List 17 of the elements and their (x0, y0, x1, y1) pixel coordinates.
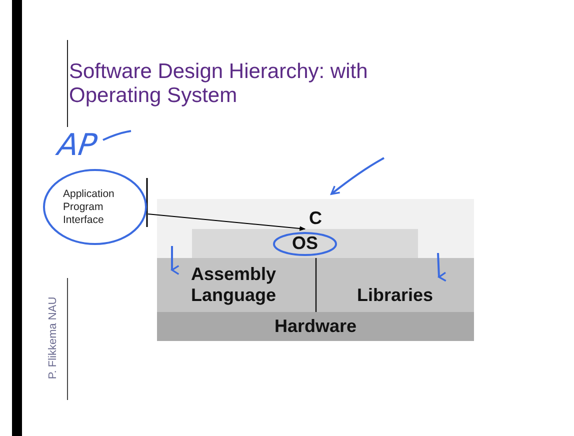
arrow (148, 214, 306, 231)
slide-title: Software Design Hierarchy: with Operating System (69, 60, 369, 108)
author-credit: P. Flikkema NAU (47, 296, 59, 382)
layer-label: C (309, 208, 322, 229)
os-layer (192, 229, 418, 258)
layer-label: OS (292, 233, 318, 254)
layer-label: Assembly Language (191, 264, 278, 306)
language-layer (157, 199, 474, 258)
layer-label: Libraries (356, 284, 434, 306)
assembly-layer (157, 258, 316, 312)
hardware-layer (157, 312, 474, 341)
node-text: Application Program Interface (63, 188, 116, 226)
layer-label: Hardware (274, 316, 357, 337)
circled-note (42, 168, 148, 246)
handwritten-note: AP (56, 128, 100, 163)
arrow (330, 157, 384, 195)
libraries-layer (316, 258, 474, 312)
